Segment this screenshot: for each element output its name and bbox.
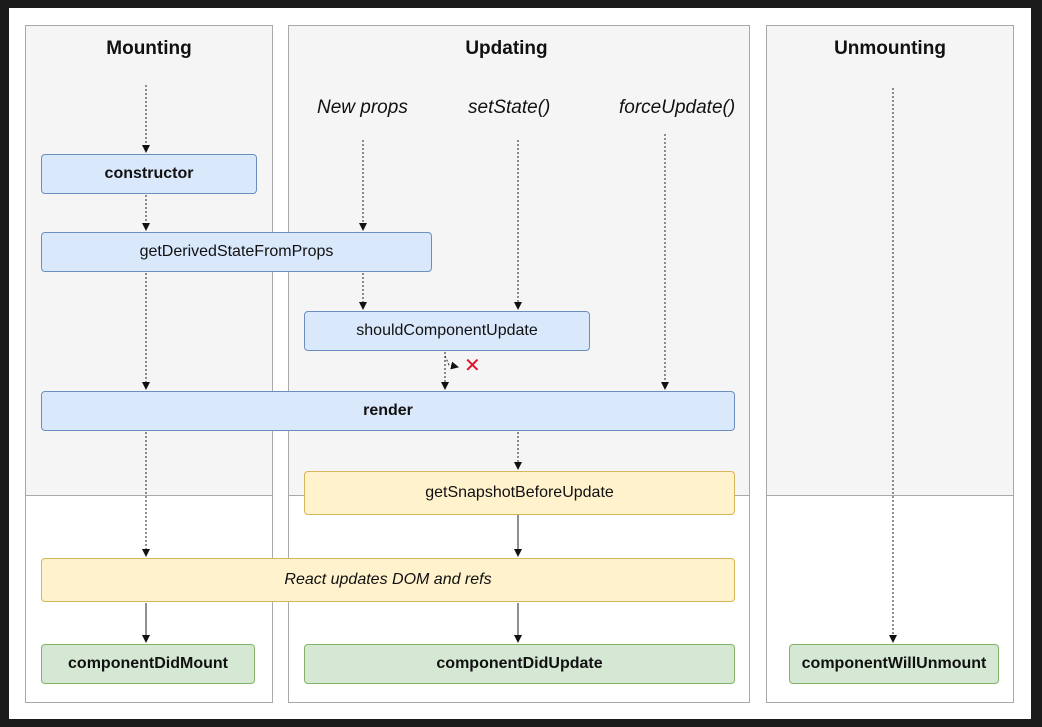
component-did-mount-box: componentDidMount: [41, 644, 255, 684]
unmounting-title: Unmounting: [834, 38, 946, 59]
react-updates-dom-box: React updates DOM and refs: [41, 558, 735, 602]
render-box: render: [41, 391, 735, 431]
skip-render-cross-icon: ✕: [464, 355, 481, 377]
mounting-title: Mounting: [106, 38, 192, 59]
trigger-new-props: New props: [317, 97, 408, 118]
unmounting-column: [766, 25, 1014, 703]
constructor-box: constructor: [41, 154, 257, 194]
get-snapshot-box: getSnapshotBeforeUpdate: [304, 471, 735, 515]
component-did-update-box: componentDidUpdate: [304, 644, 735, 684]
unmounting-render-phase: [767, 26, 1013, 496]
component-will-unmount-box: componentWillUnmount: [789, 644, 999, 684]
get-derived-state-box: getDerivedStateFromProps: [41, 232, 432, 272]
trigger-force-update: forceUpdate(): [619, 97, 736, 118]
updating-title: Updating: [465, 38, 548, 59]
should-component-update-box: shouldComponentUpdate: [304, 311, 590, 351]
trigger-set-state: setState(): [468, 97, 551, 118]
